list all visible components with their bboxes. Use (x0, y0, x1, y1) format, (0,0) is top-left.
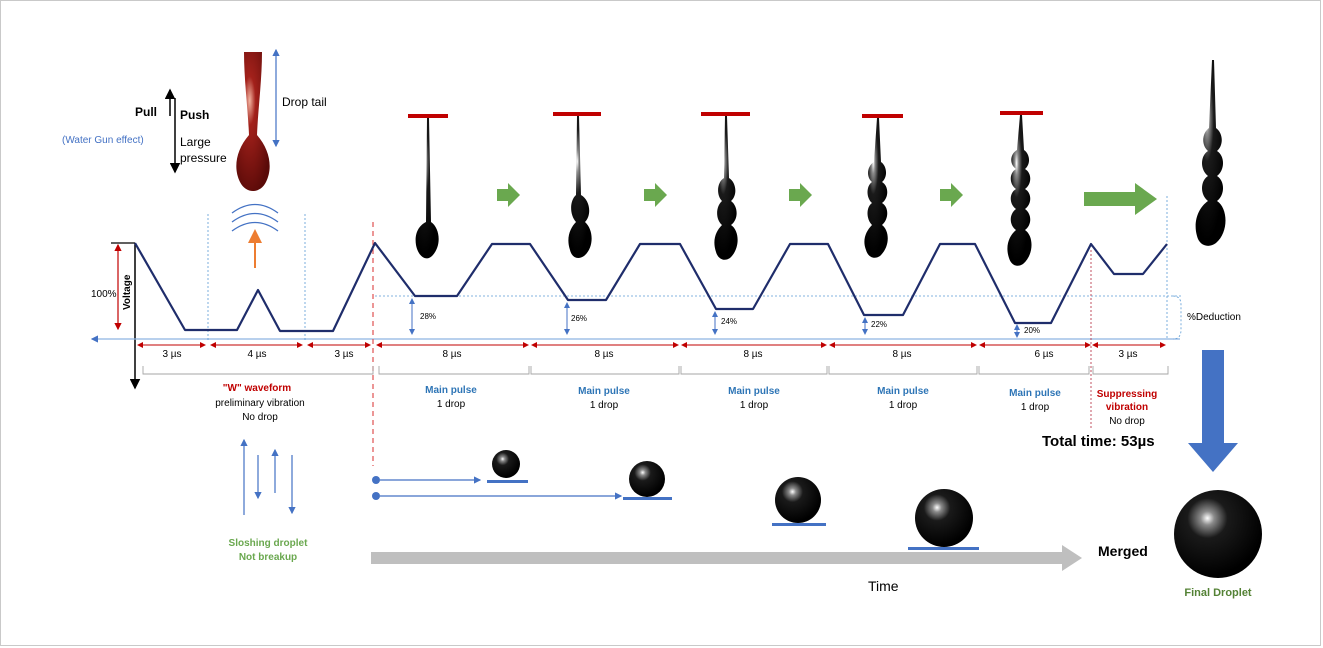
voltage-label: Voltage (122, 274, 133, 310)
section-brace (680, 366, 828, 375)
w-waveform-line2: No drop (242, 412, 278, 423)
ejected-drop-icon (714, 116, 738, 260)
droplet-base (772, 523, 826, 526)
nozzle-bar (408, 114, 448, 118)
droplet-icon (492, 450, 520, 478)
duration-label: 3 µs (1118, 349, 1137, 360)
main-pulse-sub: 1 drop (740, 400, 769, 411)
sloshing-label-1: Sloshing droplet (229, 538, 309, 549)
pull-label: Pull (135, 105, 157, 119)
main-pulse-title: Main pulse (728, 386, 780, 397)
main-pulse-title: Main pulse (1009, 388, 1061, 399)
emitter-dot (372, 492, 380, 500)
large-label: Large (180, 135, 211, 149)
deduction-value: 24% (721, 317, 737, 326)
emitter-dot (372, 476, 380, 484)
big-green-arrow-icon (1084, 183, 1157, 215)
ejected-drop-icon (415, 118, 439, 259)
main-pulse-sub: 1 drop (1021, 402, 1050, 413)
nozzle-bar (553, 112, 601, 116)
deduction-value: 28% (420, 312, 436, 321)
w-waveform-line1: preliminary vibration (215, 398, 304, 409)
ejected-drop-icon (1007, 115, 1032, 266)
final-drop-chain-icon (1195, 60, 1226, 246)
deduction-value: 20% (1024, 326, 1040, 335)
pressure-label: pressure (180, 151, 227, 165)
droplet-base (908, 547, 979, 550)
droplet-icon (775, 477, 821, 523)
duration-label: 3 µs (334, 349, 353, 360)
green-arrow-icon (644, 183, 667, 207)
push-label: Push (180, 108, 209, 122)
water-gun-label: (Water Gun effect) (62, 135, 144, 146)
section-brace (1092, 366, 1169, 375)
duration-label: 8 µs (594, 349, 613, 360)
main-pulse-title: Main pulse (578, 386, 630, 397)
droplet-icon (629, 461, 665, 497)
main-pulse-sub: 1 drop (889, 400, 918, 411)
final-droplet-label: Final Droplet (1184, 587, 1252, 599)
red-drop-icon (236, 52, 270, 191)
final-droplet-icon (1174, 490, 1262, 578)
main-pulse-title: Main pulse (425, 385, 477, 396)
ejected-drop-icon (864, 118, 888, 258)
nozzle-bar (862, 114, 903, 118)
big-down-arrow (1188, 350, 1238, 472)
nozzle-bar (701, 112, 750, 116)
drop-tail-label: Drop tail (282, 95, 327, 109)
suppressing-title-2: vibration (1106, 402, 1148, 413)
main-pulse-title: Main pulse (877, 386, 929, 397)
duration-label: 3 µs (162, 349, 181, 360)
deduction-value: 26% (571, 314, 587, 323)
duration-label: 8 µs (442, 349, 461, 360)
sloshing-label-2: Not breakup (239, 552, 297, 563)
section-brace (378, 366, 530, 375)
deduction-value: 22% (871, 320, 887, 329)
green-arrow-icon (789, 183, 812, 207)
voltage-waveform (134, 241, 1168, 333)
total-time-label: Total time: 53µs (1042, 433, 1155, 450)
section-brace (142, 366, 374, 375)
green-arrow-icon (497, 183, 520, 207)
green-arrow-icon (940, 183, 963, 207)
merged-label: Merged (1098, 543, 1148, 559)
section-brace (978, 366, 1090, 375)
main-pulse-sub: 1 drop (590, 400, 619, 411)
section-brace (828, 366, 978, 375)
suppressing-title-1: Suppressing (1097, 389, 1158, 400)
w-waveform-title: "W" waveform (223, 383, 291, 394)
suppressing-sub: No drop (1109, 416, 1145, 427)
droplet-icon (915, 489, 973, 547)
pressure-waves-icon (231, 203, 279, 232)
ejected-drop-icon (568, 116, 592, 258)
duration-label: 6 µs (1034, 349, 1053, 360)
deduction-bracket (1172, 295, 1182, 340)
duration-label: 8 µs (743, 349, 762, 360)
nozzle-bar (1000, 111, 1043, 115)
section-brace (530, 366, 680, 375)
time-label: Time (868, 578, 899, 594)
duration-label: 4 µs (247, 349, 266, 360)
droplet-base (623, 497, 672, 500)
deduction-label: %Deduction (1187, 312, 1241, 323)
droplet-base (487, 480, 528, 483)
time-arrow (371, 545, 1082, 571)
main-pulse-sub: 1 drop (437, 399, 466, 410)
duration-label: 8 µs (892, 349, 911, 360)
hundred-percent-label: 100% (91, 289, 117, 300)
